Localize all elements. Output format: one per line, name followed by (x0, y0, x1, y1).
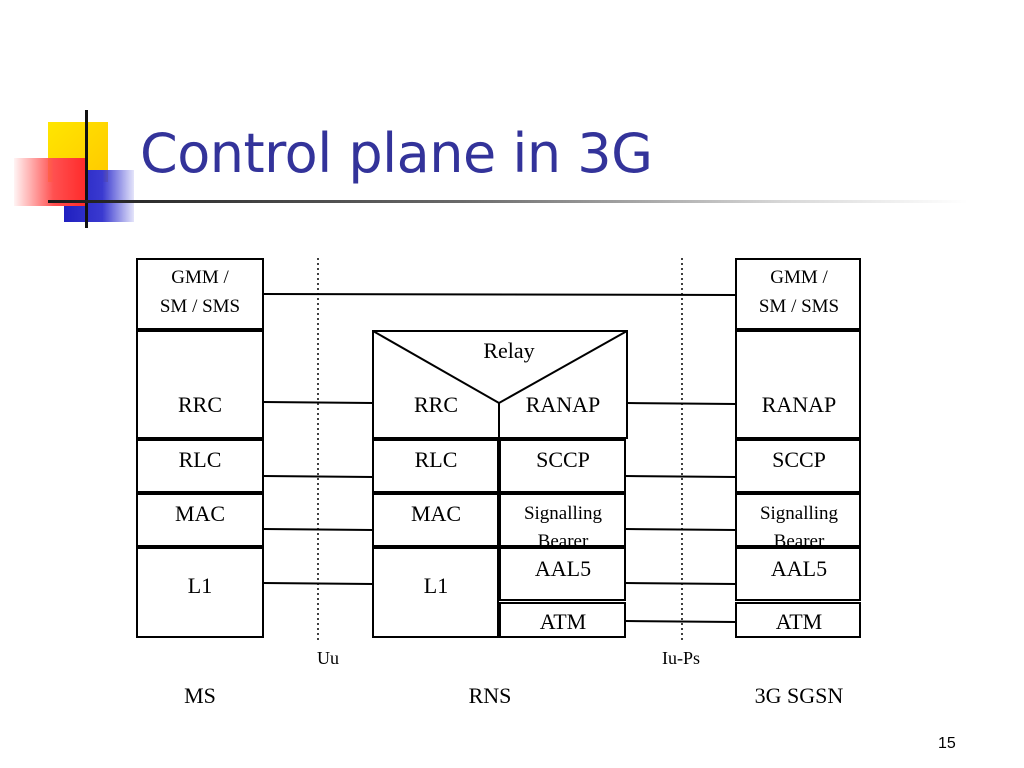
sgsn-ranap-label: RANAP (762, 392, 837, 417)
sgsn-gmm-box (735, 258, 861, 330)
ms-l1-box (136, 547, 264, 638)
sgsn-ranap-box (735, 330, 861, 439)
atm-peer-link (624, 620, 737, 623)
rns-sccp-label: SCCP (536, 447, 590, 472)
ms-rlc-box (136, 439, 264, 493)
ms-mac-box (136, 493, 264, 547)
sgsn-aal5-box (735, 547, 861, 601)
sgsn-gmm-label-2: SM / SMS (759, 296, 839, 317)
ms-gmm-label-2: SM / SMS (160, 296, 240, 317)
ms-mac-label: MAC (175, 501, 225, 526)
ms-rrc-box (136, 330, 264, 439)
logo-red-square (14, 158, 86, 206)
sgsn-atm-box (735, 602, 861, 638)
rns-aal5-label: AAL5 (535, 556, 591, 581)
page-title: Control plane in 3G (140, 122, 653, 185)
rns-mac-box (372, 493, 499, 547)
rns-l1-box (372, 547, 499, 638)
rns-sig-label-1: Signalling (524, 503, 603, 524)
rns-sccp-box (499, 439, 626, 493)
rns-relay-label: Relay (483, 338, 534, 363)
rns-atm-box (499, 602, 626, 638)
ms-rrc-label: RRC (178, 392, 222, 417)
rns-sig-bearer-box (499, 493, 626, 547)
rrc-peer-link (262, 401, 374, 404)
rlc-peer-link (262, 475, 374, 478)
ms-gmm-label-1: GMM / (171, 267, 229, 288)
rns-atm-label: ATM (540, 609, 586, 634)
sig-bearer-peer-link (624, 528, 737, 531)
ms-rlc-label: RLC (179, 447, 222, 472)
sgsn-aal5-label: AAL5 (771, 556, 827, 581)
sgsn-gmm-label-1: GMM / (770, 267, 828, 288)
rns-mac-label: MAC (411, 501, 461, 526)
rns-rlc-label: RLC (415, 447, 458, 472)
l1-peer-link (262, 582, 374, 585)
page-number: 15 (938, 735, 956, 752)
iu-ps-label: Iu-Ps (662, 648, 700, 668)
rns-ranap-label: RANAP (526, 392, 601, 417)
logo-vertical-line (85, 110, 88, 228)
sgsn-sccp-box (735, 439, 861, 493)
rns-l1-label: L1 (424, 573, 448, 598)
rns-rlc-box (372, 439, 499, 493)
rns-sig-label-2: Bearer (538, 531, 589, 552)
rns-rrc-label: RRC (414, 392, 458, 417)
sgsn-node-label: 3G SGSN (755, 683, 844, 708)
sccp-peer-link (624, 475, 737, 478)
sgsn-sig-label-2: Bearer (774, 531, 825, 552)
ms-node-label: MS (184, 683, 216, 708)
sgsn-sig-label-1: Signalling (760, 503, 839, 524)
peer-links (262, 293, 737, 623)
aal5-peer-link (624, 582, 737, 585)
ms-gmm-box (136, 258, 264, 330)
sgsn-atm-label: ATM (776, 609, 822, 634)
gmm-peer-link (262, 293, 737, 296)
rns-aal5-box (499, 547, 626, 601)
mac-peer-link (262, 528, 374, 531)
sgsn-sccp-label: SCCP (772, 447, 826, 472)
sgsn-sig-bearer-box (735, 493, 861, 547)
ms-l1-label: L1 (188, 573, 212, 598)
title-underline (48, 200, 968, 203)
uu-label: Uu (317, 648, 339, 668)
ranap-peer-link (626, 402, 737, 405)
rns-node-label: RNS (469, 683, 512, 708)
